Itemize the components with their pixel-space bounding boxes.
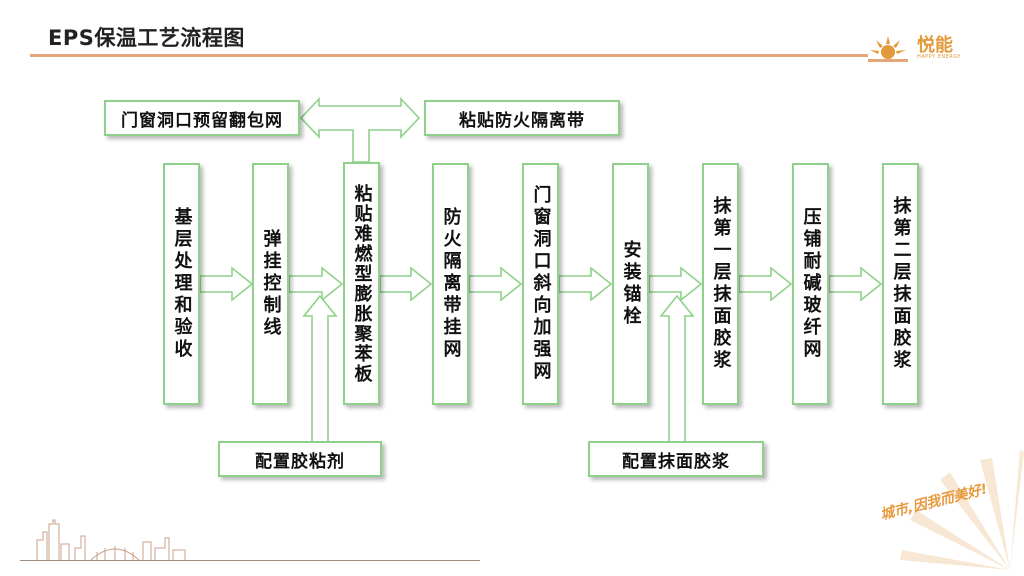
- adhesive-label: 配置胶粘剂: [255, 451, 345, 472]
- city-skyline-icon: [36, 519, 186, 561]
- arrow-3-4: [379, 266, 433, 302]
- mortar-box: 配置抹面胶浆: [588, 441, 764, 477]
- arrow-8-9: [828, 266, 883, 302]
- step-box-8: 压铺耐碱玻纤网: [792, 163, 829, 405]
- step-label-4: 防火隔离带挂网: [440, 207, 462, 361]
- step-box-4: 防火隔离带挂网: [432, 163, 469, 405]
- adhesive-box: 配置胶粘剂: [218, 441, 382, 477]
- step-box-6: 安装锚栓: [612, 163, 649, 405]
- footer-line: [20, 560, 480, 561]
- step-box-7: 抹第一层抹面胶浆: [702, 163, 739, 405]
- step-label-5: 门窗洞口斜向加强网: [530, 185, 552, 383]
- mortar-label: 配置抹面胶浆: [622, 451, 730, 472]
- sun-logo-icon: [868, 36, 908, 62]
- step-label-3: 粘贴难燃型膨胀聚苯板: [351, 183, 373, 384]
- step-label-8: 压铺耐碱玻纤网: [800, 207, 822, 361]
- arrow-mortar-up: [659, 294, 695, 443]
- step-box-9: 抹第二层抹面胶浆: [882, 163, 919, 405]
- step-box-3: 粘贴难燃型膨胀聚苯板: [343, 162, 380, 405]
- brand-subtitle: HAPPY ENERGY: [917, 54, 961, 60]
- step-box-2: 弹挂控制线: [252, 163, 289, 405]
- arrow-adhesive-up: [302, 294, 338, 443]
- title-underline: [30, 54, 868, 57]
- page-title: EPS保温工艺流程图: [48, 26, 245, 50]
- step-label-7: 抹第一层抹面胶浆: [710, 196, 732, 372]
- window-mesh-label: 门窗洞口预留翻包网: [121, 110, 283, 131]
- arrow-top-split: [299, 96, 421, 163]
- step-label-1: 基层处理和验收: [171, 207, 193, 361]
- step-label-6: 安装锚栓: [620, 240, 642, 328]
- fire-strip-box: 粘贴防火隔离带: [424, 100, 620, 136]
- step-label-9: 抹第二层抹面胶浆: [890, 196, 912, 372]
- arrow-4-5: [468, 266, 523, 302]
- arrow-5-6: [558, 266, 613, 302]
- step-box-1: 基层处理和验收: [163, 163, 200, 405]
- arrow-6-7: [648, 266, 703, 302]
- fire-strip-label: 粘贴防火隔离带: [459, 110, 585, 131]
- step-box-5: 门窗洞口斜向加强网: [522, 163, 559, 405]
- arrow-2-3: [288, 266, 344, 302]
- step-label-2: 弹挂控制线: [260, 229, 282, 339]
- brand-name: 悦能: [917, 35, 953, 56]
- arrow-7-8: [738, 266, 793, 302]
- sunburst-decoration-icon: [900, 450, 1024, 570]
- arrow-1-2: [199, 266, 254, 302]
- window-mesh-box: 门窗洞口预留翻包网: [104, 100, 300, 136]
